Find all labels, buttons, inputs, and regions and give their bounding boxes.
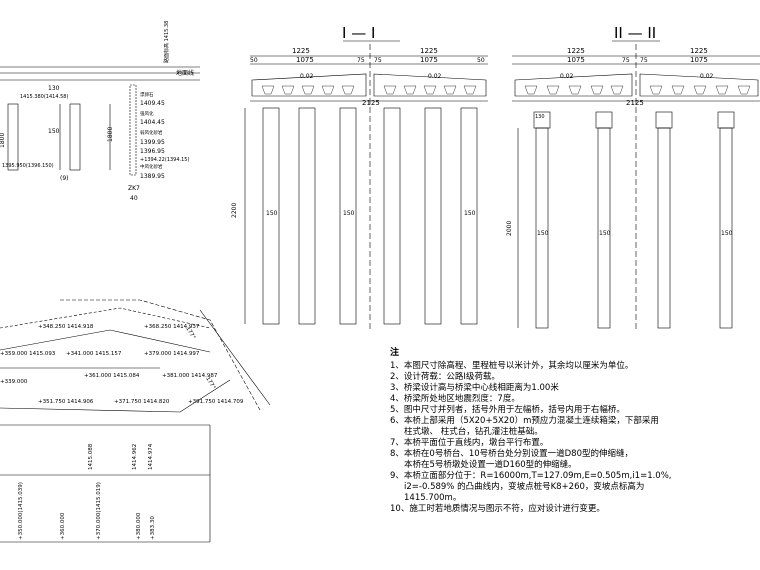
sta-5: +341.000 1415.157 bbox=[66, 351, 122, 357]
bh-e1: 1409.45 bbox=[140, 100, 165, 107]
bottom-mark: 1395.950(1396.150) bbox=[2, 163, 54, 169]
dim-barrier-l: 50 bbox=[250, 57, 258, 64]
note-8: 8、本桥在0号桥台、10号桥台处分别设置一道D80型的伸缩缝， bbox=[390, 449, 633, 459]
dim2-gap-b: 75 bbox=[640, 57, 648, 64]
note-3: 3、桥梁设计高与桥梁中心线相距离为1.00米 bbox=[390, 383, 559, 393]
sta-1: +348.250 1414.918 bbox=[38, 324, 94, 330]
angle-1: 177° bbox=[184, 326, 196, 341]
note-9c: 1415.700m。 bbox=[404, 493, 462, 503]
dim-gap-b: 75 bbox=[374, 57, 382, 64]
notes-block: 注 1、本图尺寸除高程、里程桩号以米计外，其余均以厘米为单位。 2、设计荷载：公… bbox=[390, 348, 750, 515]
pile-dia: 150 bbox=[48, 128, 60, 135]
pile-dia-1: 150 bbox=[266, 210, 278, 217]
prof-lab-3: 1414.974 bbox=[148, 443, 154, 470]
note-8b: 本桥在5号桥墩处设置一道D160型的伸缩缝。 bbox=[404, 460, 577, 470]
pile-dia-2: 150 bbox=[343, 210, 355, 217]
note-6b: 柱式墩、 柱式台，钻孔灌注桩基础。 bbox=[404, 427, 543, 437]
dim-total: 2125 bbox=[362, 99, 380, 107]
prof-lab-7: +380.000 bbox=[136, 512, 142, 540]
section-2: II — II 1225 1225 1075 1075 75 75 0.02 0… bbox=[506, 24, 760, 332]
sta-10: +391.750 1414.709 bbox=[188, 399, 244, 405]
section-1-title: I — I bbox=[342, 24, 375, 42]
dim-barrier-r: 50 bbox=[477, 57, 485, 64]
note-10: 10、施工时若地质情况与图示不符，应对设计进行变更。 bbox=[390, 504, 605, 514]
elev-top: 1415.380(1414.58) bbox=[20, 94, 68, 100]
bh-e6: 1389.95 bbox=[140, 173, 165, 180]
bh-depth: 40 bbox=[130, 195, 138, 202]
bh-e5: +1394.22(1394.15) bbox=[140, 157, 189, 163]
dim2-half-left: 1225 bbox=[567, 47, 585, 55]
sta-6: +361.000 1415.084 bbox=[84, 373, 140, 379]
pile-length-1: 2200 bbox=[231, 203, 238, 218]
cap-dim: 130 bbox=[535, 114, 545, 120]
note-9: 9、本桥立面部分位于：R=16000m,T=127.09m,E=0.505m,i… bbox=[390, 471, 672, 481]
sta-7: +381.000 1414.987 bbox=[162, 373, 218, 379]
deck-mark: 路面标高 1415.38 bbox=[163, 21, 170, 63]
prof-lab-6: +370.000(1415.019) bbox=[96, 482, 102, 540]
prof-lab-5: +360.000 bbox=[60, 512, 66, 540]
bed-label: 地面线 bbox=[176, 69, 194, 77]
plan-view: +348.250 1414.918 +368.250 1414.937 +359… bbox=[0, 299, 271, 413]
dim2-slope-r: 0.02 bbox=[700, 73, 714, 80]
pile2-dia-1: 150 bbox=[537, 230, 549, 237]
note-2: 2、设计荷载：公路Ⅰ级荷载。 bbox=[390, 372, 500, 382]
sta-4: +379.000 1414.997 bbox=[144, 351, 200, 357]
note-1: 1、本图尺寸除高程、里程桩号以米计外，其余均以厘米为单位。 bbox=[390, 361, 634, 371]
dim-half-right: 1225 bbox=[420, 47, 438, 55]
note-5: 5、图中尺寸并列者，括号外用于左幅桥，括号内用于右幅桥。 bbox=[390, 405, 625, 415]
elev-130: 130 bbox=[48, 85, 60, 92]
dim2-deck-right: 1075 bbox=[690, 56, 708, 64]
note-9b: i2=-0.589% 的凸曲线内，变坡点桩号K8+260，变坡点标高为 bbox=[404, 482, 645, 492]
notes-title: 注 bbox=[390, 348, 400, 358]
profile-table: 1415.088 1414.962 1414.974 +350.000(1415… bbox=[0, 424, 211, 543]
prof-lab-2: 1414.962 bbox=[132, 444, 138, 470]
bh-e4: 1396.95 bbox=[140, 148, 165, 155]
note-7: 7、本桥平面位于直线内，墩台平行布置。 bbox=[390, 438, 549, 448]
bh-l4: 中风化砂岩 bbox=[140, 163, 163, 170]
sta-2: +368.250 1414.937 bbox=[144, 324, 200, 330]
section-1: I — I 1225 1225 1075 1075 50 50 75 75 0.… bbox=[231, 24, 488, 332]
prof-lab-8: +383.30 bbox=[150, 516, 156, 540]
bh-e2: 1404.45 bbox=[140, 119, 165, 126]
dim-deck-left: 1075 bbox=[296, 56, 314, 64]
prof-lab-1: 1415.088 bbox=[88, 443, 94, 470]
dim2-gap-a: 75 bbox=[622, 57, 630, 64]
dim2-slope-l: 0.02 bbox=[560, 73, 574, 80]
borehole: 1409.45 1404.45 1399.95 1396.95 +1394.22… bbox=[128, 84, 189, 202]
dim-slope-r: 0.02 bbox=[428, 73, 442, 80]
note-4: 4、桥梁所处地区地震烈度：7度。 bbox=[390, 394, 520, 404]
bh-name: ZK7 bbox=[128, 185, 140, 192]
dim2-total: 2125 bbox=[626, 99, 644, 107]
dim-slope-l: 0.02 bbox=[300, 73, 314, 80]
dim-deck-right: 1075 bbox=[420, 56, 438, 64]
sta-3: +359.000 1415.093 bbox=[0, 351, 56, 357]
plan-stations: +348.250 1414.918 +368.250 1414.937 +359… bbox=[0, 324, 244, 405]
dim-half-left: 1225 bbox=[292, 47, 310, 55]
pile2-dia-2: 150 bbox=[599, 230, 611, 237]
pile-dia-3: 150 bbox=[464, 210, 476, 217]
angle-2: 177° bbox=[204, 376, 216, 391]
section-2-title: II — II bbox=[614, 24, 656, 42]
pile-length-2: 2000 bbox=[506, 221, 513, 236]
dim-gap-a: 75 bbox=[357, 57, 365, 64]
elevation-view: 路面标高 1415.38 地面线 130 1415.380(1414.58) 1… bbox=[0, 21, 200, 202]
pier-no: (9) bbox=[60, 175, 69, 182]
sta-11: +339.000 bbox=[0, 379, 28, 385]
dim2-deck-left: 1075 bbox=[567, 56, 585, 64]
bh-l2: 强风化 bbox=[140, 110, 154, 117]
prof-lab-4: +350.000(1415.039) bbox=[18, 482, 24, 540]
bh-e3: 1399.95 bbox=[140, 139, 165, 146]
pile-len-b: 1800 bbox=[107, 127, 114, 142]
pile2-dia-3: 150 bbox=[721, 230, 733, 237]
pile-len-a: 1800 bbox=[0, 133, 6, 148]
sta-9: +371.750 1414.820 bbox=[114, 399, 170, 405]
bh-l1: 漂卵石 bbox=[140, 91, 154, 98]
note-6: 6、本桥上部采用（5X20+5X20）m预应力混凝土连续箱梁，下部采用 bbox=[390, 416, 659, 426]
sta-8: +351.750 1414.906 bbox=[38, 399, 94, 405]
dim2-half-right: 1225 bbox=[690, 47, 708, 55]
bh-l3: 弱风化砂岩 bbox=[140, 129, 163, 136]
